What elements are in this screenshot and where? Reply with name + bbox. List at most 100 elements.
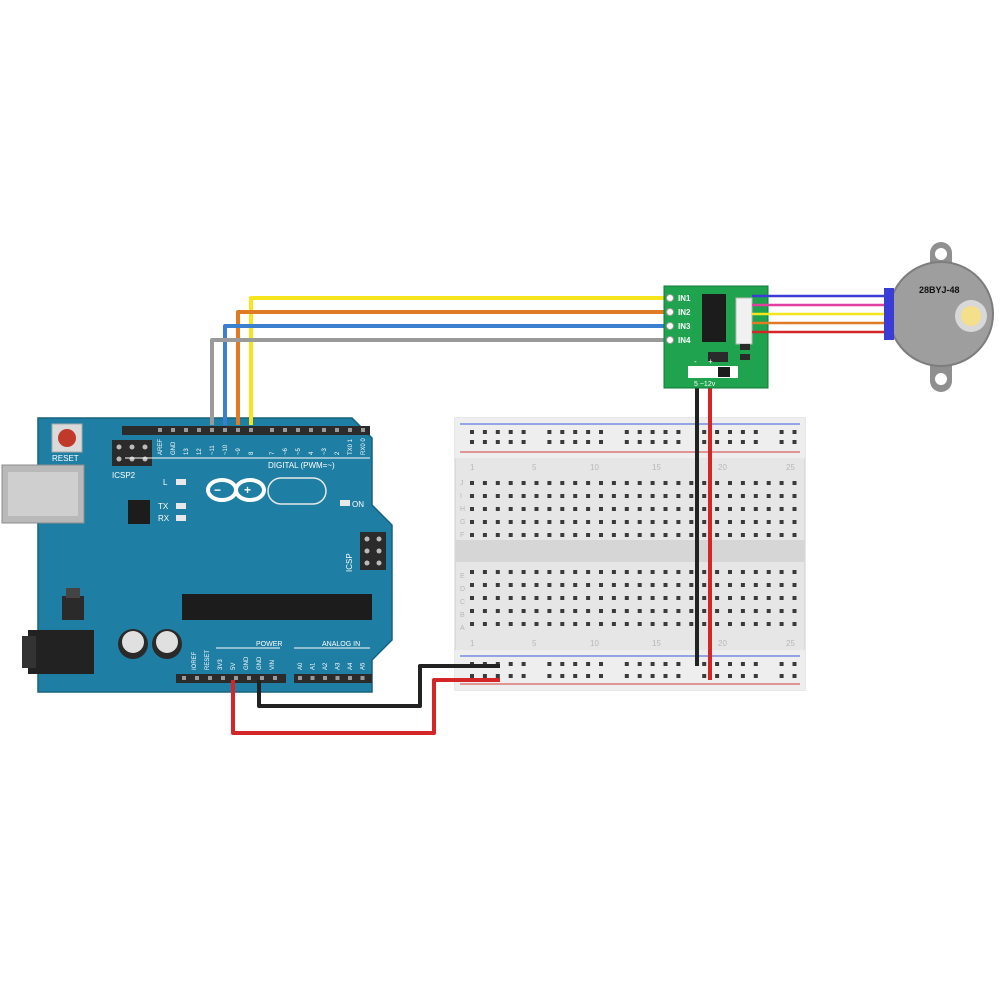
breadboard-hole: [663, 440, 668, 444]
breadboard-hole: [560, 674, 565, 678]
breadboard-hole: [650, 494, 655, 498]
breadboard-hole: [650, 596, 655, 600]
breadboard-hole: [753, 507, 758, 511]
digital-pin-hole: [296, 428, 300, 432]
digital-pin-hole: [210, 428, 214, 432]
breadboard-hole: [650, 430, 655, 434]
breadboard-hole: [663, 622, 668, 626]
breadboard-hole: [753, 674, 758, 678]
led-l: [176, 479, 186, 485]
breadboard-hole: [599, 481, 603, 485]
power-pin-label: 5V: [231, 663, 237, 670]
breadboard-hole: [508, 583, 513, 587]
breadboard-hole: [586, 520, 591, 524]
digital-label: DIGITAL (PWM=~): [268, 461, 335, 470]
input-label-in2: IN2: [678, 308, 691, 317]
breadboard-hole: [715, 674, 720, 678]
power-pin-label: VIN: [270, 660, 276, 670]
breadboard-hole: [650, 440, 655, 444]
breadboard-hole: [547, 570, 552, 574]
breadboard-hole: [482, 440, 487, 444]
power-pin-hole: [182, 676, 186, 680]
breadboard-hole: [573, 430, 578, 434]
breadboard-hole: [508, 533, 513, 537]
breadboard-hole: [495, 440, 500, 444]
breadboard-hole: [508, 494, 513, 498]
breadboard-hole: [689, 533, 694, 537]
row-letter: B: [460, 612, 465, 619]
breadboard-hole: [599, 533, 603, 537]
breadboard-hole: [663, 662, 668, 666]
breadboard-hole: [611, 609, 616, 613]
breadboard-hole: [611, 481, 616, 485]
breadboard-hole: [715, 570, 720, 574]
breadboard-hole: [521, 622, 526, 626]
breadboard-hole: [702, 494, 707, 498]
breadboard-hole: [728, 520, 732, 524]
breadboard-hole: [624, 520, 629, 524]
breadboard-hole: [547, 662, 552, 666]
breadboard-hole: [534, 481, 539, 485]
led-label-rx: RX: [158, 514, 170, 523]
breadboard-hole: [495, 674, 500, 678]
breadboard-hole: [547, 494, 552, 498]
row-letter: A: [460, 625, 465, 632]
breadboard-hole: [547, 507, 552, 511]
breadboard-hole: [753, 520, 758, 524]
bottom-pin-holes: [182, 676, 365, 680]
led-label-tx: TX: [158, 502, 169, 511]
power-jumper-cap: [718, 367, 730, 377]
breadboard-hole: [521, 507, 526, 511]
breadboard-hole: [728, 440, 732, 444]
column-number: 5: [532, 463, 537, 472]
breadboard-hole: [547, 520, 552, 524]
breadboard-hole: [611, 494, 616, 498]
breadboard-hole: [676, 596, 681, 600]
row-letter: F: [460, 532, 464, 539]
breadboard-hole: [560, 609, 565, 613]
breadboard-hole: [508, 570, 513, 574]
breadboard-hole: [508, 609, 513, 613]
column-number: 1: [470, 463, 475, 472]
breadboard-hole: [766, 583, 771, 587]
breadboard-hole: [676, 430, 681, 434]
breadboard-hole: [715, 662, 720, 666]
breadboard-hole: [689, 507, 694, 511]
breadboard-hole: [560, 494, 565, 498]
breadboard-hole: [715, 494, 720, 498]
breadboard-hole: [689, 596, 694, 600]
column-number: 20: [718, 639, 727, 648]
column-number: 20: [718, 463, 727, 472]
breadboard-hole: [599, 570, 603, 574]
breadboard-hole: [740, 583, 745, 587]
analog-pin-hole: [335, 676, 340, 680]
breadboard-hole: [470, 596, 474, 600]
wire-pin8-in1: [249, 296, 668, 425]
breadboard-hole: [521, 520, 526, 524]
power-wires: [231, 388, 712, 735]
column-number: 1: [470, 639, 475, 648]
row-letter: G: [460, 519, 465, 526]
breadboard-hole: [728, 596, 732, 600]
logo-plus-icon: +: [244, 483, 251, 497]
breadboard-hole: [586, 570, 591, 574]
breadboard-hole: [482, 533, 487, 537]
breadboard-hole: [740, 570, 745, 574]
breadboard-hole: [637, 533, 642, 537]
breadboard-hole: [547, 609, 552, 613]
breadboard-hole: [740, 507, 745, 511]
breadboard-row-letters: J I H G F E D C B A: [460, 480, 465, 632]
breadboard-hole: [637, 507, 642, 511]
breadboard-hole: [482, 520, 487, 524]
breadboard-hole: [521, 440, 526, 444]
breadboard-hole: [753, 622, 758, 626]
breadboard-hole: [508, 440, 513, 444]
column-number: 5: [532, 639, 537, 648]
breadboard-hole: [637, 662, 642, 666]
breadboard-hole: [663, 507, 668, 511]
breadboard-hole: [663, 570, 668, 574]
breadboard-hole: [779, 507, 784, 511]
reset-button-cap[interactable]: [58, 429, 76, 447]
digital-pin-label: ~3: [322, 447, 328, 455]
breadboard-hole: [702, 662, 707, 666]
